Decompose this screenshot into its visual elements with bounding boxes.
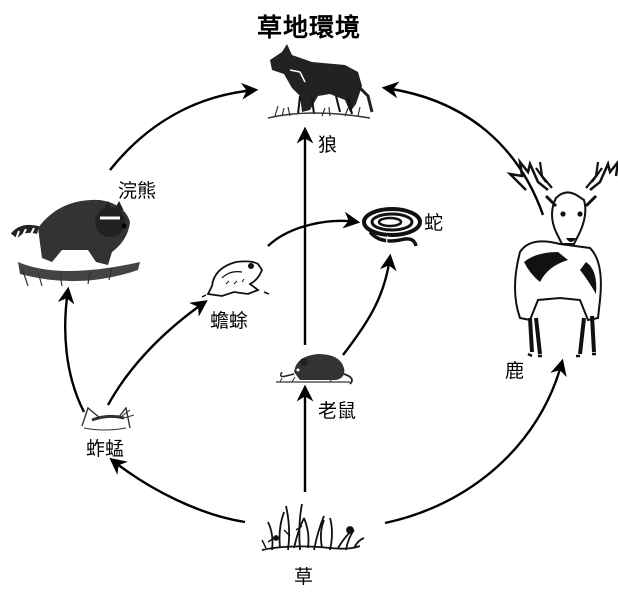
node-label-grass: 草 (294, 566, 314, 588)
node-label-snake: 蛇 (424, 212, 444, 234)
grasshopper-illustration (81, 406, 135, 431)
arrow-grasshopper-to-raccoon (57, 286, 86, 413)
grass-illustration (261, 503, 365, 551)
toad-illustration (201, 260, 270, 298)
arrow-grasshopper-to-toad (106, 300, 208, 406)
node-label-deer: 鹿 (505, 360, 525, 382)
diagram-title: 草地環境 (256, 13, 361, 42)
deer-illustration (506, 157, 618, 358)
node-label-toad: 蟾蜍 (210, 310, 249, 332)
arrow-raccoon-to-wolf (109, 82, 259, 171)
arrow-grass-to-deer (384, 358, 567, 525)
raccoon-illustration (10, 199, 140, 287)
node-label-mouse: 老鼠 (318, 400, 357, 422)
arrow-mouse-to-snake (342, 253, 397, 356)
mouse-illustration (276, 354, 353, 385)
node-label-raccoon: 浣熊 (118, 180, 157, 202)
arrow-toad-to-snake (267, 211, 361, 247)
node-label-grasshopper: 蚱蜢 (86, 438, 125, 460)
wolf-illustration (267, 44, 374, 119)
arrow-deer-to-wolf (381, 81, 545, 216)
snake-illustration (362, 207, 422, 247)
node-label-wolf: 狼 (318, 134, 338, 156)
arrow-grass-to-grasshopper (109, 457, 246, 524)
